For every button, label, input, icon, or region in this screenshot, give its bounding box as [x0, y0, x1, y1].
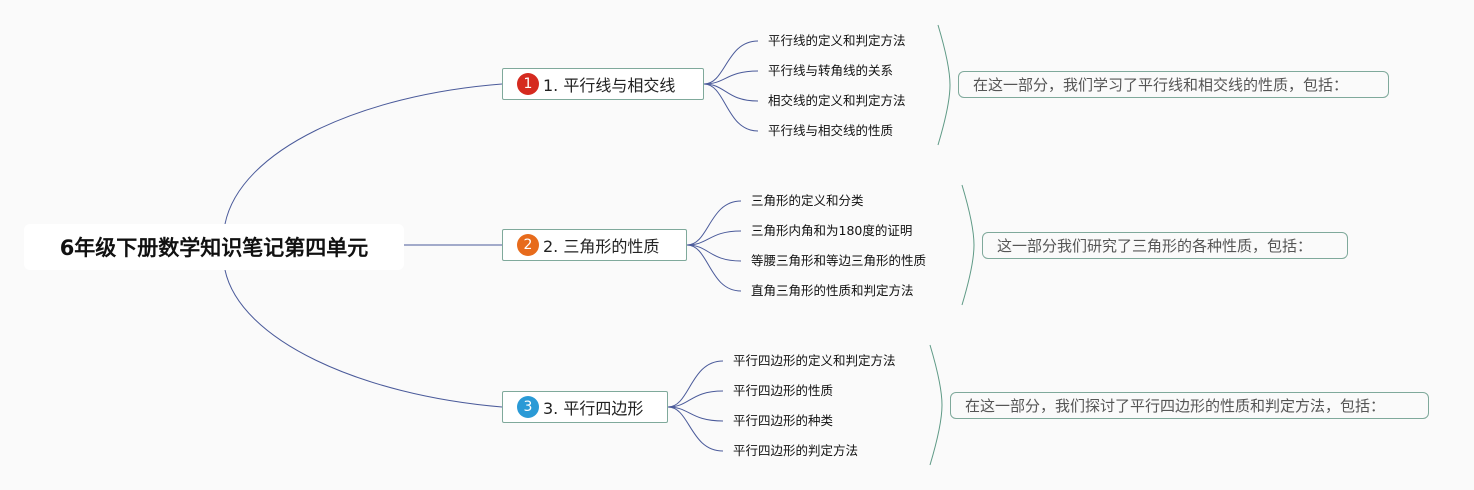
- summary-text: 这一部分我们研究了三角形的各种性质，包括：: [997, 237, 1313, 255]
- connector-root-branch-3: [224, 269, 503, 408]
- root-title: 6年级下册数学知识笔记第四单元: [59, 236, 369, 260]
- topic-triangle-properties[interactable]: 2 2. 三角形的性质: [502, 229, 687, 261]
- topic-label: 1. 平行线与相交线: [543, 76, 676, 95]
- summary-text: 在这一部分，我们学习了平行线和相交线的性质，包括：: [973, 76, 1349, 94]
- connector-branch-3-child-3: [667, 406, 724, 422]
- subtopic-parallel-transversal[interactable]: 平行线与转角线的关系: [768, 63, 894, 78]
- subtopic-isosceles-equilateral[interactable]: 等腰三角形和等边三角形的性质: [751, 253, 927, 268]
- priority-1-icon: 1: [517, 73, 539, 95]
- root-topic[interactable]: 6年级下册数学知识笔记第四单元: [24, 224, 404, 270]
- subtopic-parallelogram-properties[interactable]: 平行四边形的性质: [733, 383, 834, 398]
- connector-branch-3-child-1: [667, 360, 724, 408]
- subtopic-parallel-definition[interactable]: 平行线的定义和判定方法: [768, 33, 906, 48]
- connector-branch-3-child-2: [667, 390, 724, 408]
- connector-branch-2-child-4: [686, 244, 742, 292]
- connector-root-branch-1: [224, 83, 503, 225]
- summary-brace-3: [929, 344, 943, 466]
- priority-2-icon: 2: [517, 234, 539, 256]
- topic-label: 3. 平行四边形: [543, 399, 644, 418]
- summary-branch-3[interactable]: 在这一部分，我们探讨了平行四边形的性质和判定方法，包括：: [950, 392, 1429, 419]
- subtopic-parallelogram-criteria[interactable]: 平行四边形的判定方法: [733, 443, 859, 458]
- connector-branch-1-child-1: [703, 40, 759, 85]
- subtopic-triangle-definition[interactable]: 三角形的定义和分类: [751, 193, 864, 208]
- topic-label: 2. 三角形的性质: [543, 237, 660, 256]
- connector-branch-2-child-3: [686, 244, 742, 262]
- connector-branch-2-child-2: [686, 230, 742, 246]
- connector-branch-1-child-4: [703, 83, 759, 132]
- connector-branch-1-child-3: [703, 83, 759, 102]
- subtopic-right-triangle[interactable]: 直角三角形的性质和判定方法: [751, 283, 914, 298]
- topic-parallel-intersecting-lines[interactable]: 1 1. 平行线与相交线: [502, 68, 704, 100]
- subtopic-intersecting-definition[interactable]: 相交线的定义和判定方法: [768, 93, 906, 108]
- priority-3-icon: 3: [517, 396, 539, 418]
- subtopic-parallelogram-types[interactable]: 平行四边形的种类: [733, 413, 834, 428]
- subtopic-lines-properties[interactable]: 平行线与相交线的性质: [768, 123, 894, 138]
- summary-text: 在这一部分，我们探讨了平行四边形的性质和判定方法，包括：: [965, 397, 1386, 415]
- subtopic-angle-sum-proof[interactable]: 三角形内角和为180度的证明: [751, 223, 913, 238]
- connector-branch-1-child-2: [703, 70, 759, 85]
- connector-branch-3-child-4: [667, 406, 724, 452]
- connector-branch-2-child-1: [686, 200, 742, 246]
- summary-branch-1[interactable]: 在这一部分，我们学习了平行线和相交线的性质，包括：: [958, 71, 1389, 98]
- summary-brace-2: [961, 184, 975, 306]
- subtopic-parallelogram-definition[interactable]: 平行四边形的定义和判定方法: [733, 353, 896, 368]
- summary-brace-1: [937, 24, 951, 146]
- summary-branch-2[interactable]: 这一部分我们研究了三角形的各种性质，包括：: [982, 232, 1348, 259]
- topic-parallelogram[interactable]: 3 3. 平行四边形: [502, 391, 668, 423]
